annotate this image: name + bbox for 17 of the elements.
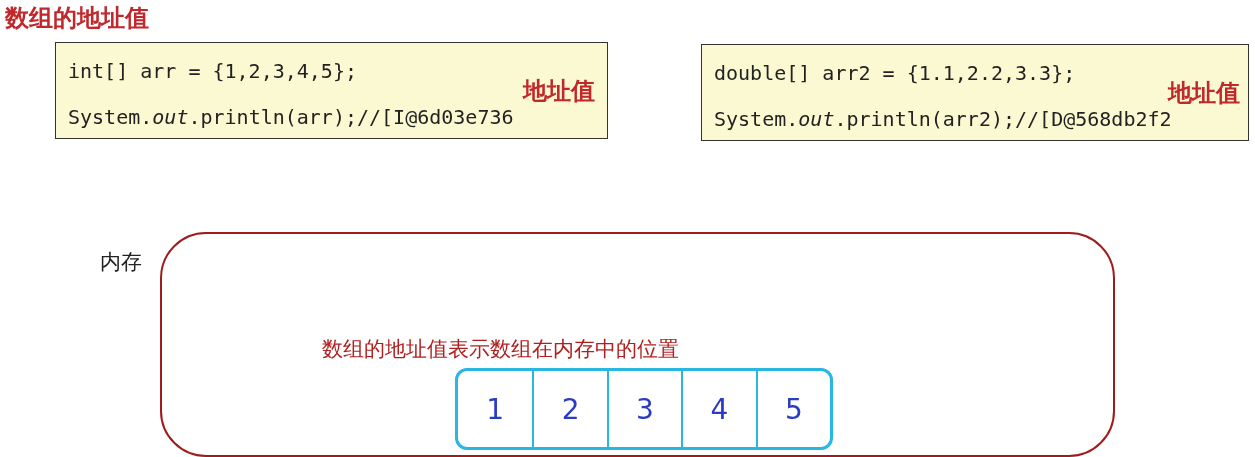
- slide-title: 数组的地址值: [5, 3, 149, 34]
- region-label: 内存: [100, 249, 142, 276]
- caption-text: 数组的地址值表示数组在内存中的位置: [322, 336, 679, 363]
- array-cell: 5: [755, 371, 830, 447]
- code-box: [701, 44, 1249, 141]
- code-line: System.out.println(arr);//[I@6d03e736: [68, 105, 514, 129]
- array-box: [455, 368, 833, 450]
- array-cell: 4: [681, 371, 756, 447]
- annotation-text: 地址值: [523, 76, 595, 107]
- code-line: double[] arr2 = {1.1,2.2,3.3};: [714, 61, 1076, 85]
- annotation-text: 地址值: [1168, 78, 1240, 109]
- array-cell: 1: [458, 371, 533, 447]
- array-cell: 2: [532, 371, 607, 447]
- code-box: [55, 42, 608, 139]
- code-line: System.out.println(arr2);//[D@568db2f2: [714, 107, 1172, 131]
- code-line: int[] arr = {1,2,3,4,5};: [68, 59, 357, 83]
- array-cell: 3: [606, 371, 682, 447]
